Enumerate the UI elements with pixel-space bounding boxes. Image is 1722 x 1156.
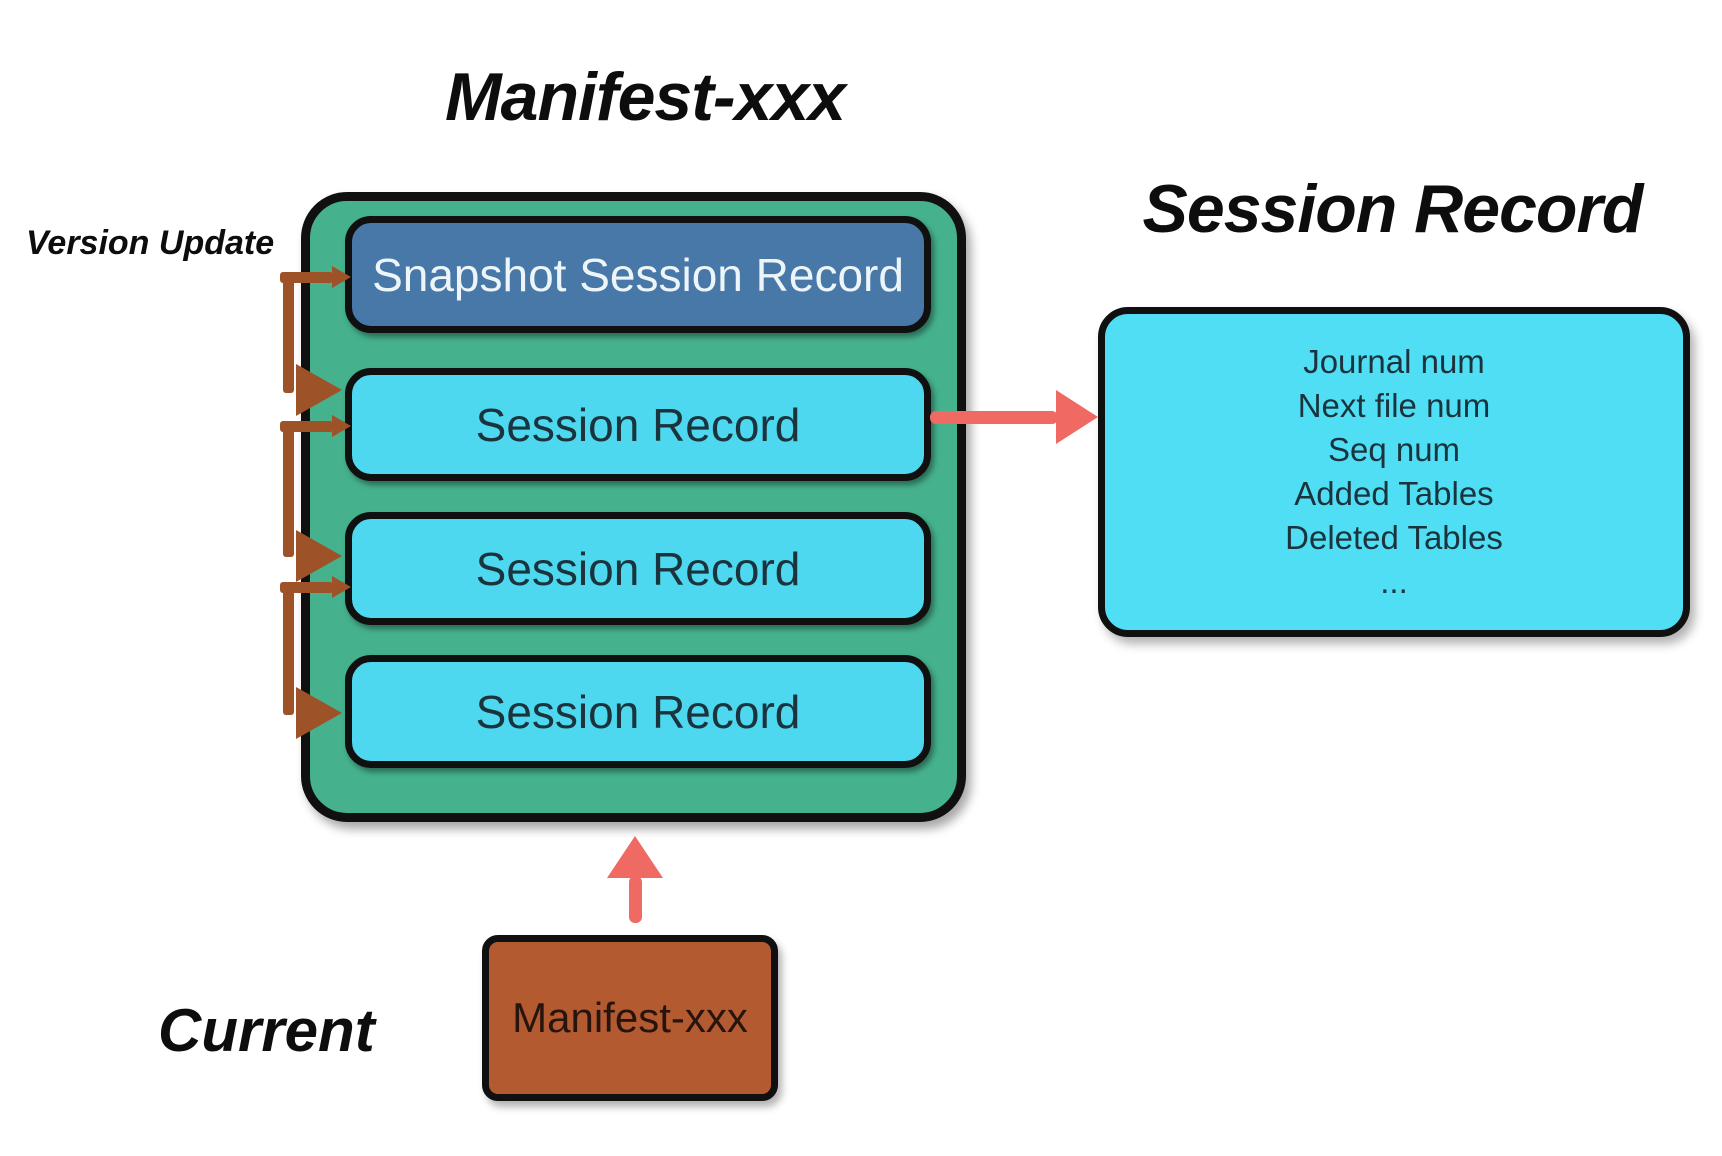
version-update-arrowhead-2-icon <box>296 530 342 582</box>
session-record-detail-box: Journal num Next file num Seq num Added … <box>1098 307 1690 637</box>
detail-field-line: Added Tables <box>1294 475 1494 512</box>
detail-field-line: Deleted Tables <box>1285 519 1503 556</box>
version-update-arrow-tip-1-icon <box>332 266 351 288</box>
session-record-label: Session Record <box>475 398 801 451</box>
pointer-arrow-shaft <box>930 411 1058 424</box>
version-update-arrow-bar-3 <box>280 582 333 593</box>
current-manifest-label: Manifest-xxx <box>512 994 748 1041</box>
version-update-arrow-tip-2-icon <box>332 415 351 437</box>
version-update-arrow-bar-1 <box>280 272 333 283</box>
session-record-box-2: Session Record <box>345 512 931 625</box>
session-record-label: Session Record <box>475 542 801 595</box>
session-record-box-1: Session Record <box>345 368 931 481</box>
session-record-box-3: Session Record <box>345 655 931 768</box>
session-record-label: Session Record <box>475 685 801 738</box>
pointer-arrowhead-icon <box>1056 390 1098 444</box>
detail-field-line: Journal num <box>1303 343 1485 380</box>
detail-field-line: ... <box>1380 563 1408 600</box>
manifest-title: Manifest-xxx <box>445 59 846 135</box>
detail-field-line: Seq num <box>1327 431 1461 468</box>
version-update-label: Version Update <box>26 224 275 262</box>
version-update-arrowhead-3-icon <box>296 687 342 739</box>
version-update-arrowhead-1-icon <box>296 364 342 416</box>
session-record-title: Session Record <box>1142 171 1644 247</box>
version-update-arrow-trunk-3 <box>283 582 294 715</box>
current-arrow-shaft <box>629 876 642 923</box>
current-arrowhead-icon <box>607 836 663 878</box>
version-update-arrow-tip-3-icon <box>332 576 351 598</box>
version-update-arrow-bar-2 <box>280 421 333 432</box>
detail-field-line: Next file num <box>1297 387 1491 424</box>
current-label: Current <box>158 997 375 1064</box>
current-manifest-box: Manifest-xxx <box>482 935 778 1101</box>
snapshot-session-record-box: Snapshot Session Record <box>345 216 931 333</box>
snapshot-session-record-label: Snapshot Session Record <box>372 248 904 301</box>
version-update-arrow-trunk-2 <box>283 421 294 557</box>
version-update-arrow-trunk-1 <box>283 272 294 393</box>
